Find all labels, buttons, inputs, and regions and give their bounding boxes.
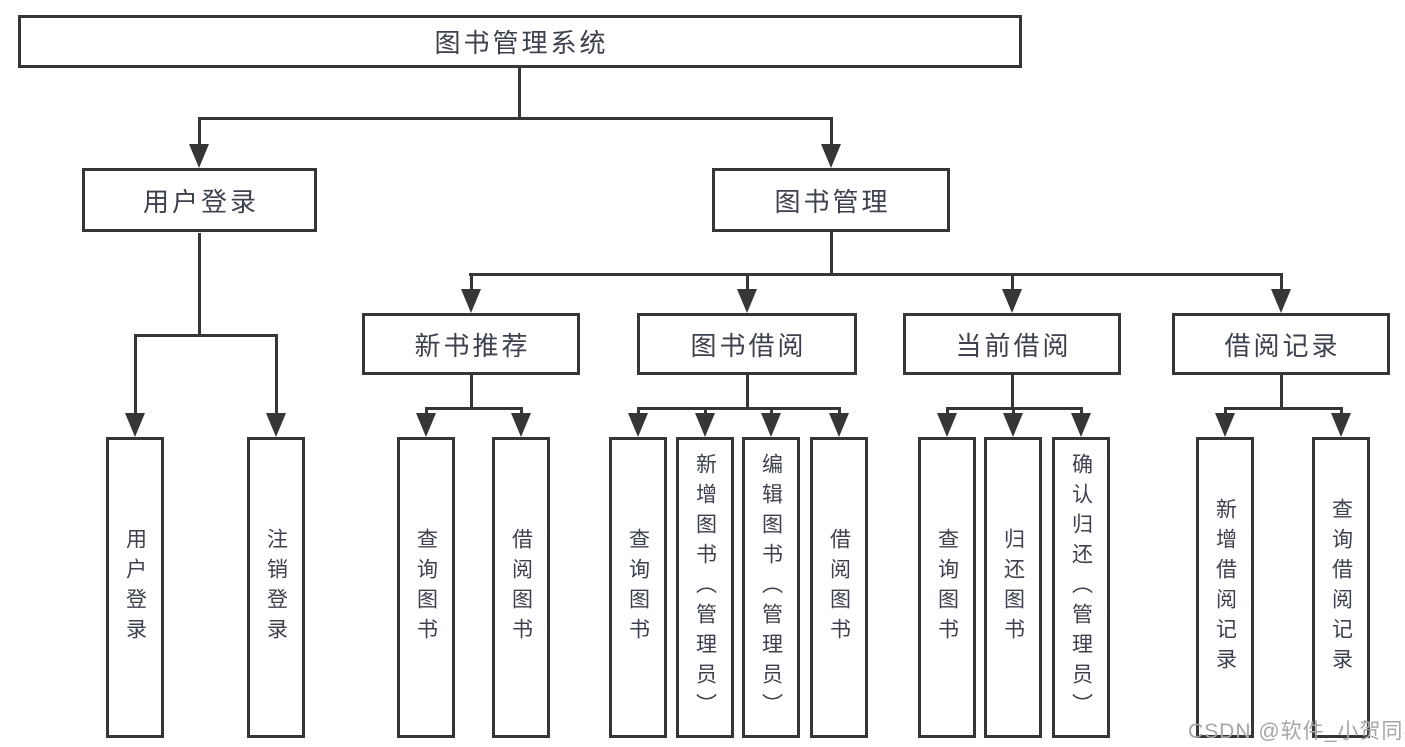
leaf-confirm-return-admin: 确认归还（管理员） <box>1052 437 1110 738</box>
arrowhead-down-icon <box>1003 413 1023 437</box>
connector-line <box>518 68 521 120</box>
arrowhead-down-icon <box>821 144 841 168</box>
node-label: 新书推荐 <box>414 330 531 361</box>
connector-line <box>1011 273 1014 291</box>
arrowhead-down-icon <box>737 289 757 313</box>
connector-line <box>746 273 749 291</box>
connector-line <box>830 117 833 147</box>
leaf-query-borrow-record: 查询借阅记录 <box>1312 437 1370 738</box>
node-user-login: 用户登录 <box>82 168 317 232</box>
arrowhead-down-icon <box>761 413 781 437</box>
node-library-system: 图书管理系统 <box>18 15 1022 68</box>
node-label: 当前借阅 <box>955 330 1072 361</box>
leaf-label: 借阅图书 <box>827 527 851 648</box>
connector-line <box>704 407 707 415</box>
leaf-label: 用户登录 <box>123 527 147 648</box>
leaf-user-login: 用户登录 <box>106 437 164 738</box>
connector-line <box>838 407 841 415</box>
node-label: 图书管理系统 <box>434 28 609 58</box>
connector-line <box>1224 407 1227 415</box>
connector-line <box>425 407 428 415</box>
connector-line <box>830 232 833 276</box>
node-label: 用户登录 <box>142 186 259 217</box>
connector-line <box>946 407 949 415</box>
leaf-label: 注销登录 <box>264 527 288 648</box>
connector-line <box>1080 407 1083 415</box>
leaf-edit-book-admin: 编辑图书（管理员） <box>742 437 800 738</box>
connector-line <box>637 407 640 415</box>
connector-line <box>198 117 201 147</box>
leaf-label: 归还图书 <box>1001 527 1025 648</box>
arrowhead-down-icon <box>1331 413 1351 437</box>
arrowhead-down-icon <box>461 289 481 313</box>
connector-line <box>1280 375 1283 410</box>
connector-line <box>134 334 137 416</box>
leaf-label: 查询图书 <box>626 527 650 648</box>
watermark: CSDN @软件_小贺同学 <box>1188 720 1405 743</box>
connector-line <box>275 334 278 416</box>
node-label: 图书管理 <box>774 186 891 217</box>
node-book-management: 图书管理 <box>712 168 950 232</box>
arrowhead-down-icon <box>1271 289 1291 313</box>
leaf-label: 查询借阅记录 <box>1329 497 1353 678</box>
leaf-query-books-borrowing: 查询图书 <box>609 437 667 738</box>
connector-line <box>520 407 523 415</box>
leaf-borrow-books-recommend: 借阅图书 <box>492 437 550 738</box>
node-label: 图书借阅 <box>690 330 807 361</box>
arrowhead-down-icon <box>125 413 145 437</box>
connector-line <box>1280 273 1283 291</box>
connector-line <box>1011 375 1014 410</box>
connector-line <box>770 407 773 415</box>
connector-line <box>198 233 201 337</box>
leaf-label: 确认归还（管理员） <box>1069 452 1093 723</box>
connector-line <box>746 375 749 410</box>
connector-line <box>470 375 473 410</box>
leaf-borrow-books-borrowing: 借阅图书 <box>810 437 868 738</box>
connector-line <box>198 117 833 120</box>
node-label: 借阅记录 <box>1224 330 1341 361</box>
connector-line <box>425 407 523 410</box>
arrowhead-down-icon <box>1071 413 1091 437</box>
arrowhead-down-icon <box>266 413 286 437</box>
arrowhead-down-icon <box>1002 289 1022 313</box>
arrowhead-down-icon <box>628 413 648 437</box>
leaf-label: 新增图书（管理员） <box>693 452 717 723</box>
leaf-label: 新增借阅记录 <box>1213 497 1237 678</box>
leaf-label: 编辑图书（管理员） <box>759 452 783 723</box>
leaf-return-books: 归还图书 <box>984 437 1042 738</box>
connector-line <box>469 273 1283 276</box>
connector-line <box>134 334 278 337</box>
connector-line <box>637 407 841 410</box>
connector-line <box>1340 407 1343 415</box>
connector-line <box>1224 407 1343 410</box>
node-new-book-recommendation: 新书推荐 <box>362 313 580 375</box>
leaf-query-books-recommend: 查询图书 <box>397 437 455 738</box>
leaf-logout: 注销登录 <box>247 437 305 738</box>
leaf-query-books-current: 查询图书 <box>918 437 976 738</box>
arrowhead-down-icon <box>189 144 209 168</box>
connector-line <box>1012 407 1015 415</box>
leaf-label: 查询图书 <box>935 527 959 648</box>
arrowhead-down-icon <box>511 413 531 437</box>
arrowhead-down-icon <box>416 413 436 437</box>
node-current-borrowing: 当前借阅 <box>903 313 1121 375</box>
leaf-add-book-admin: 新增图书（管理员） <box>676 437 734 738</box>
arrowhead-down-icon <box>937 413 957 437</box>
leaf-label: 借阅图书 <box>509 527 533 648</box>
arrowhead-down-icon <box>695 413 715 437</box>
node-borrowing-records: 借阅记录 <box>1172 313 1390 375</box>
node-book-borrowing: 图书借阅 <box>637 313 857 375</box>
arrowhead-down-icon <box>1215 413 1235 437</box>
leaf-label: 查询图书 <box>414 527 438 648</box>
leaf-add-borrow-record: 新增借阅记录 <box>1196 437 1254 738</box>
arrowhead-down-icon <box>829 413 849 437</box>
connector-line <box>470 273 473 291</box>
